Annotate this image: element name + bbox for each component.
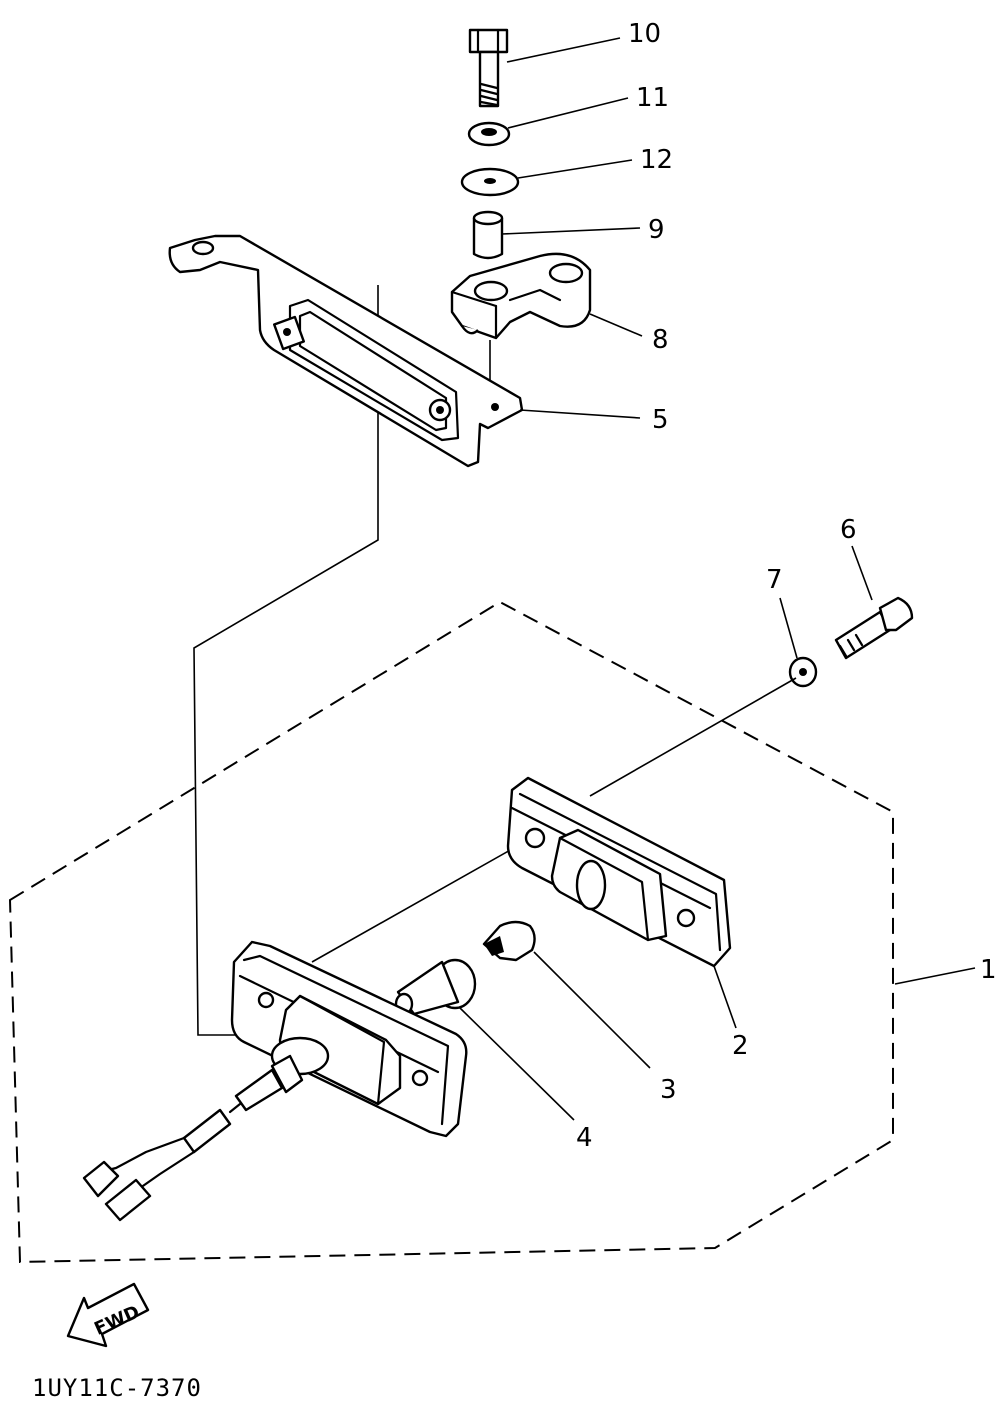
- bracket-stay-8: [450, 252, 592, 340]
- callout-1: 1: [980, 955, 997, 985]
- callout-5: 5: [652, 405, 669, 435]
- screw-6: [834, 596, 914, 660]
- callout-2: 2: [732, 1031, 749, 1061]
- plate-bracket-5: [168, 234, 524, 468]
- flat-washer-12: [460, 167, 520, 197]
- callout-8: 8: [652, 325, 669, 355]
- lens-2: [506, 776, 732, 968]
- callout-10: 10: [628, 19, 661, 49]
- assembly-outline: [8, 600, 894, 1264]
- alignment-line: [193, 285, 379, 1036]
- lock-washer-11: [467, 121, 511, 147]
- lamp-axis-line-1: [311, 839, 529, 963]
- forward-arrow-icon: FWD: [66, 1282, 150, 1348]
- callout-4: 4: [576, 1123, 593, 1153]
- callout-7: 7: [766, 565, 783, 595]
- screw-axis-line: [589, 677, 797, 797]
- leader-lines: [459, 37, 976, 1121]
- bolt-10: [468, 28, 509, 108]
- bulb-3: [482, 920, 536, 962]
- washer-7: [788, 656, 818, 688]
- socket-4: [394, 958, 477, 1016]
- diagram-code: 1UY11C-7370: [32, 1374, 202, 1402]
- callout-3: 3: [660, 1075, 677, 1105]
- collar-9: [472, 210, 504, 260]
- callout-12: 12: [640, 145, 673, 175]
- lamp-base: [82, 940, 468, 1222]
- callout-6: 6: [840, 515, 857, 545]
- callout-11: 11: [636, 83, 669, 113]
- callout-9: 9: [648, 215, 665, 245]
